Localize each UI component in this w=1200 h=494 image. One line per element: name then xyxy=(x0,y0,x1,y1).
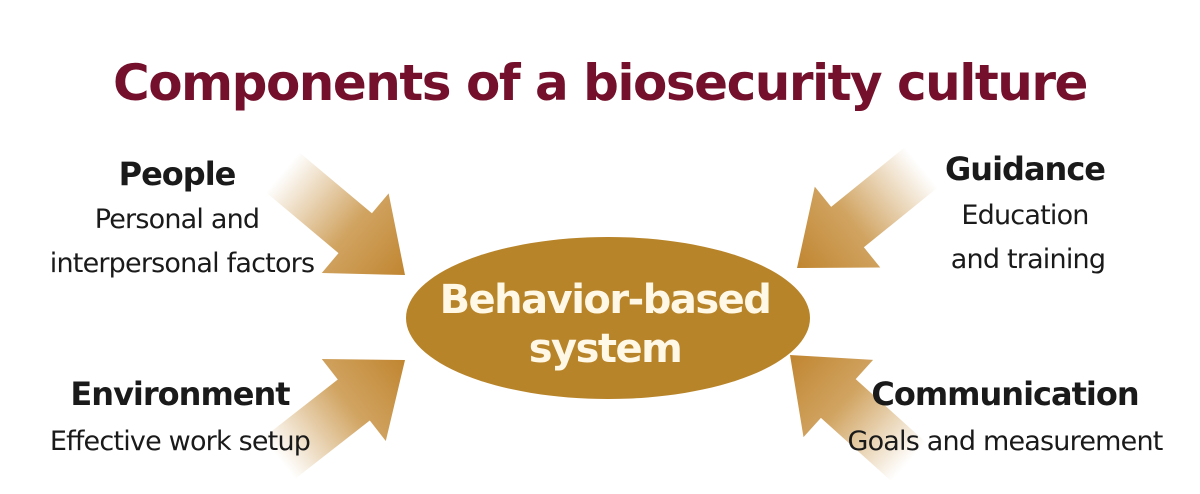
arrow-environment xyxy=(262,359,405,479)
center-line1: Behavior-based xyxy=(440,277,771,323)
diagram-title: Components of a biosecurity culture xyxy=(113,54,1087,112)
communication-heading: Communication xyxy=(871,375,1138,413)
arrow-people xyxy=(265,152,405,275)
environment-desc: Effective work setup xyxy=(50,426,310,457)
communication-desc: Goals and measurement xyxy=(847,426,1162,457)
arrow-guidance xyxy=(797,147,938,268)
guidance-heading: Guidance xyxy=(945,150,1105,188)
people-desc-1: Personal and xyxy=(95,204,260,235)
center-line2: system xyxy=(529,326,682,372)
guidance-desc-2: and training xyxy=(951,244,1105,275)
arrow-communication xyxy=(790,355,927,482)
guidance-desc-1: Education xyxy=(961,200,1088,231)
environment-heading: Environment xyxy=(70,375,290,413)
people-heading: People xyxy=(119,155,236,193)
people-desc-2: interpersonal factors xyxy=(50,248,314,279)
center-ellipse xyxy=(406,237,810,399)
